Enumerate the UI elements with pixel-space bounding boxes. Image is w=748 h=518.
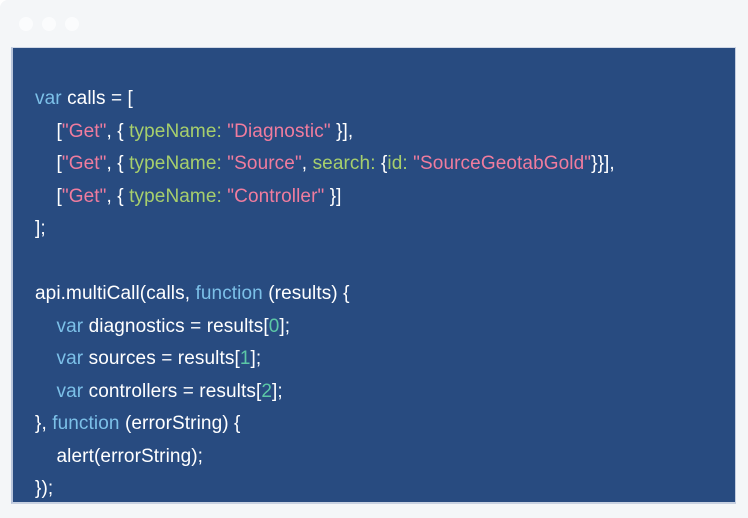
token-plain: }], bbox=[330, 120, 354, 142]
token-plain: ]; bbox=[35, 218, 46, 239]
token-property: typeName: bbox=[129, 185, 222, 207]
code-line-7: api.multiCall(calls, function (results) … bbox=[35, 278, 735, 311]
token-plain: }}], bbox=[591, 153, 615, 174]
token-plain: (results) { bbox=[262, 283, 350, 304]
token-plain: }); bbox=[35, 478, 54, 499]
token-plain: diagnostics = results[ bbox=[83, 315, 269, 337]
token-string: "SourceGeotabGold" bbox=[413, 153, 592, 174]
token-keyword: var bbox=[56, 315, 84, 337]
token-plain: [ bbox=[35, 120, 62, 142]
token-keyword: var bbox=[35, 88, 62, 109]
token-plain: calls = [ bbox=[61, 88, 133, 109]
token-string: "Diagnostic" bbox=[227, 120, 331, 142]
token-plain: [ bbox=[35, 185, 62, 207]
token-keyword: var bbox=[56, 348, 84, 369]
token-plain: sources = results[ bbox=[83, 348, 240, 369]
traffic-light-buttons bbox=[19, 17, 79, 31]
token-plain: { bbox=[375, 153, 388, 174]
token-keyword: function bbox=[52, 413, 120, 434]
token-property: typeName: bbox=[129, 120, 222, 142]
token-plain: , { bbox=[106, 153, 130, 174]
token-plain: ]; bbox=[279, 315, 291, 337]
token-number: 2 bbox=[261, 380, 273, 402]
token-plain: , { bbox=[106, 120, 130, 142]
token-plain: , { bbox=[106, 185, 130, 207]
code-line-4: ["Get", { typeName: "Controller" }] bbox=[35, 181, 735, 214]
token-plain: , bbox=[301, 153, 313, 174]
token-property: typeName: bbox=[129, 153, 222, 174]
token-string: "Source" bbox=[227, 153, 302, 174]
code-content[interactable]: var calls = [ ["Get", { typeName: "Diagn… bbox=[13, 67, 735, 502]
code-line-2: ["Get", { typeName: "Diagnostic" }], bbox=[35, 116, 735, 149]
token-plain: controllers = results[ bbox=[83, 380, 262, 402]
close-window-icon[interactable] bbox=[19, 17, 33, 31]
token-plain bbox=[35, 348, 57, 369]
minimize-window-icon[interactable] bbox=[42, 17, 56, 31]
token-plain: api.multiCall(calls, bbox=[35, 283, 196, 304]
token-plain: }] bbox=[324, 185, 342, 207]
window-titlebar bbox=[0, 0, 748, 47]
token-plain: alert(errorString); bbox=[35, 445, 204, 467]
token-plain bbox=[35, 381, 57, 402]
token-string: "Get" bbox=[61, 153, 107, 174]
token-plain: [ bbox=[35, 153, 62, 174]
token-plain: ]; bbox=[272, 380, 283, 402]
code-line-6 bbox=[35, 246, 735, 279]
token-string: "Get" bbox=[61, 185, 107, 207]
token-number: 1 bbox=[239, 348, 251, 369]
token-number: 0 bbox=[268, 315, 280, 337]
token-plain bbox=[35, 316, 57, 337]
code-line-13: }); bbox=[35, 473, 735, 502]
code-line-5: ]; bbox=[35, 213, 735, 246]
code-line-1: var calls = [ bbox=[35, 83, 735, 116]
code-line-10: var controllers = results[2]; bbox=[35, 376, 735, 409]
code-block-panel: var calls = [ ["Get", { typeName: "Diagn… bbox=[11, 47, 736, 504]
code-line-8: var diagnostics = results[0]; bbox=[35, 311, 735, 344]
token-keyword: function bbox=[195, 283, 263, 304]
code-line-3: ["Get", { typeName: "Source", search: {i… bbox=[35, 148, 735, 181]
token-string: "Controller" bbox=[227, 185, 325, 207]
token-property: id: bbox=[387, 153, 408, 174]
code-line-12: alert(errorString); bbox=[35, 441, 735, 474]
token-plain: }, bbox=[35, 413, 53, 434]
maximize-window-icon[interactable] bbox=[65, 17, 79, 31]
token-keyword: var bbox=[56, 380, 84, 402]
token-plain: ]; bbox=[250, 348, 262, 369]
token-plain: (errorString) { bbox=[119, 413, 241, 434]
token-property: search: bbox=[312, 153, 376, 174]
token-string: "Get" bbox=[61, 120, 107, 142]
code-line-9: var sources = results[1]; bbox=[35, 343, 735, 376]
code-line-11: }, function (errorString) { bbox=[35, 408, 735, 441]
